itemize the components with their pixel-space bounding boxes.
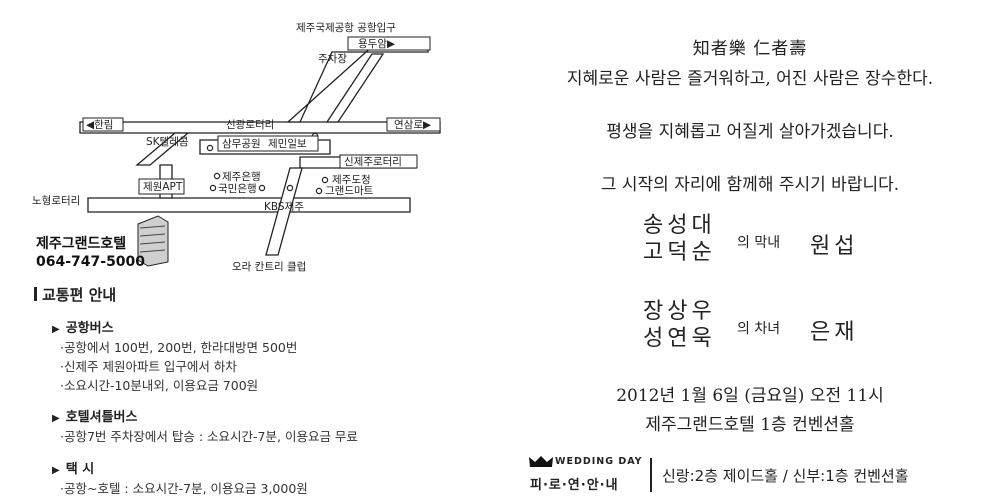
label-hallim: ◀한림	[86, 119, 113, 131]
label-sinjeju-rotary: 신제주로터리	[344, 156, 402, 168]
detail-line: ·소요시간-10분내외, 이용요금 700원	[60, 378, 259, 393]
detail-line: ·공항7번 주차장에서 탑승 : 소요시간-7분, 이용요금 무료	[60, 429, 358, 444]
triangle-right-icon: ▶	[52, 465, 60, 476]
invitation-line-3: 그 시작의 자리에 함께해 주시기 바랍니다.	[600, 175, 900, 195]
transport-airport-bus: ▶ 공항버스 ·공항에서 100번, 200번, 한라대방면 500번 ·신제주 …	[52, 317, 297, 395]
transport-section-title: 교통편 안내	[34, 284, 116, 305]
label-jeju-dochung: 제주도청	[332, 174, 371, 186]
airport-bus-details: ·공항에서 100번, 200번, 한라대방면 500번 ·신제주 제원아파트 …	[60, 338, 297, 395]
jeju-dochung-marker	[321, 176, 329, 184]
label-jemin-ilbo: 제민일보	[268, 137, 307, 150]
kookmin-bank-marker	[209, 184, 217, 192]
groom-mother: 고덕순	[643, 240, 716, 265]
crown-icon	[529, 456, 553, 467]
road-diagonal-left	[135, 132, 190, 166]
bride-father: 장상우	[643, 299, 716, 324]
intersection-marker	[258, 184, 266, 192]
airport-bus-title: ▶ 공항버스	[52, 317, 297, 336]
wedding-day-label: WEDDING DAY	[555, 456, 643, 467]
bride-mother: 성연욱	[643, 326, 716, 351]
hanja-proverb: 知者樂 仁者壽	[692, 39, 808, 59]
hotel-building-icon	[137, 215, 169, 267]
hall-info: 신랑:2층 제이드홀 / 신부:1층 컨벤션홀	[662, 467, 909, 485]
section-bar-icon	[34, 287, 37, 301]
label-jeju-bank: 제주은행	[222, 171, 261, 183]
taxi-title: ▶ 택 시	[52, 458, 308, 477]
samu-park-marker	[206, 144, 214, 152]
invitation-line-2: 평생을 지혜롭고 어질게 살아가겠습니다.	[606, 122, 894, 142]
shuttle-bus-title-text: 호텔셔틀버스	[65, 410, 138, 425]
road-nohyeong	[87, 197, 411, 213]
groom-name: 원섭	[810, 234, 859, 259]
label-yeonsamro: 연삼로▶	[394, 119, 432, 131]
road-parking	[325, 53, 385, 123]
label-jewon-apt: 제원APT	[143, 181, 183, 193]
footer-divider	[650, 458, 652, 492]
groom-father: 송성대	[643, 213, 716, 238]
intersection-marker-2	[286, 184, 294, 192]
label-grand-mart: 그랜드마트	[325, 185, 374, 197]
bride-parents: 장상우 성연욱	[643, 298, 716, 352]
proverb-translation: 지혜로운 사람은 즐거워하고, 어진 사람은 장수한다.	[566, 69, 934, 89]
transport-shuttle-bus: ▶ 호텔셔틀버스 ·공항7번 주차장에서 탑승 : 소요시간-7분, 이용요금 무…	[52, 406, 358, 446]
label-kbs-jeju: KBS제주	[264, 201, 304, 213]
taxi-details: ·공항~호텔 : 소요시간-7분, 이용요금 3,000원	[60, 479, 308, 498]
label-singwang-rotary: 신광로터리	[226, 119, 274, 131]
triangle-right-icon: ▶	[52, 413, 60, 424]
groom-parents: 송성대 고덕순	[643, 212, 716, 266]
road-singwang	[79, 121, 441, 134]
triangle-right-icon: ▶	[52, 324, 60, 335]
wedding-venue: 제주그랜드호텔 1층 컨벤션홀	[645, 415, 855, 435]
label-yongduam: 용두암▶	[358, 38, 396, 50]
label-kookmin-bank: 국민은행	[218, 183, 257, 195]
label-ora-country-club: 오라 칸트리 클럽	[232, 260, 306, 273]
label-nohyeong-rotary: 노형로터리	[32, 195, 80, 207]
location-map: 제주국제공항 공항입구 용두암▶ 주차장 ◀한림 신광로터리 연삼로▶ SK텔레…	[32, 21, 441, 273]
transport-title-text: 교통편 안내	[42, 286, 117, 304]
shuttle-bus-details: ·공항7번 주차장에서 탑승 : 소요시간-7분, 이용요금 무료	[60, 427, 358, 446]
jeju-bank-marker	[213, 172, 221, 180]
taxi-title-text: 택 시	[65, 462, 95, 477]
label-sk-telecom: SK텔레콤	[146, 136, 189, 148]
bride-name: 은재	[810, 320, 859, 345]
label-airport-entrance: 제주국제공항 공항입구	[296, 21, 396, 34]
label-hotel-name: 제주그랜드호텔	[36, 235, 126, 252]
groom-relation: 의 막내	[737, 235, 781, 251]
shuttle-bus-title: ▶ 호텔셔틀버스	[52, 406, 358, 425]
reception-label: 피·로·연·안·내	[530, 478, 619, 493]
label-hotel-phone: 064-747-5000	[36, 254, 145, 270]
label-parking: 주차장	[318, 53, 347, 65]
detail-line: ·공항~호텔 : 소요시간-7분, 이용요금 3,000원	[60, 481, 308, 496]
bride-relation: 의 차녀	[737, 321, 781, 337]
transport-taxi: ▶ 택 시 ·공항~호텔 : 소요시간-7분, 이용요금 3,000원	[52, 458, 308, 498]
detail-line: ·신제주 제원아파트 입구에서 하차	[60, 359, 237, 374]
grand-mart-marker	[315, 187, 323, 195]
detail-line: ·공항에서 100번, 200번, 한라대방면 500번	[60, 340, 298, 355]
label-samu-park: 삼무공원	[222, 138, 261, 150]
airport-bus-title-text: 공항버스	[65, 321, 114, 336]
wedding-datetime: 2012년 1월 6일 (금요일) 오전 11시	[616, 386, 884, 406]
road-ora	[265, 167, 303, 256]
